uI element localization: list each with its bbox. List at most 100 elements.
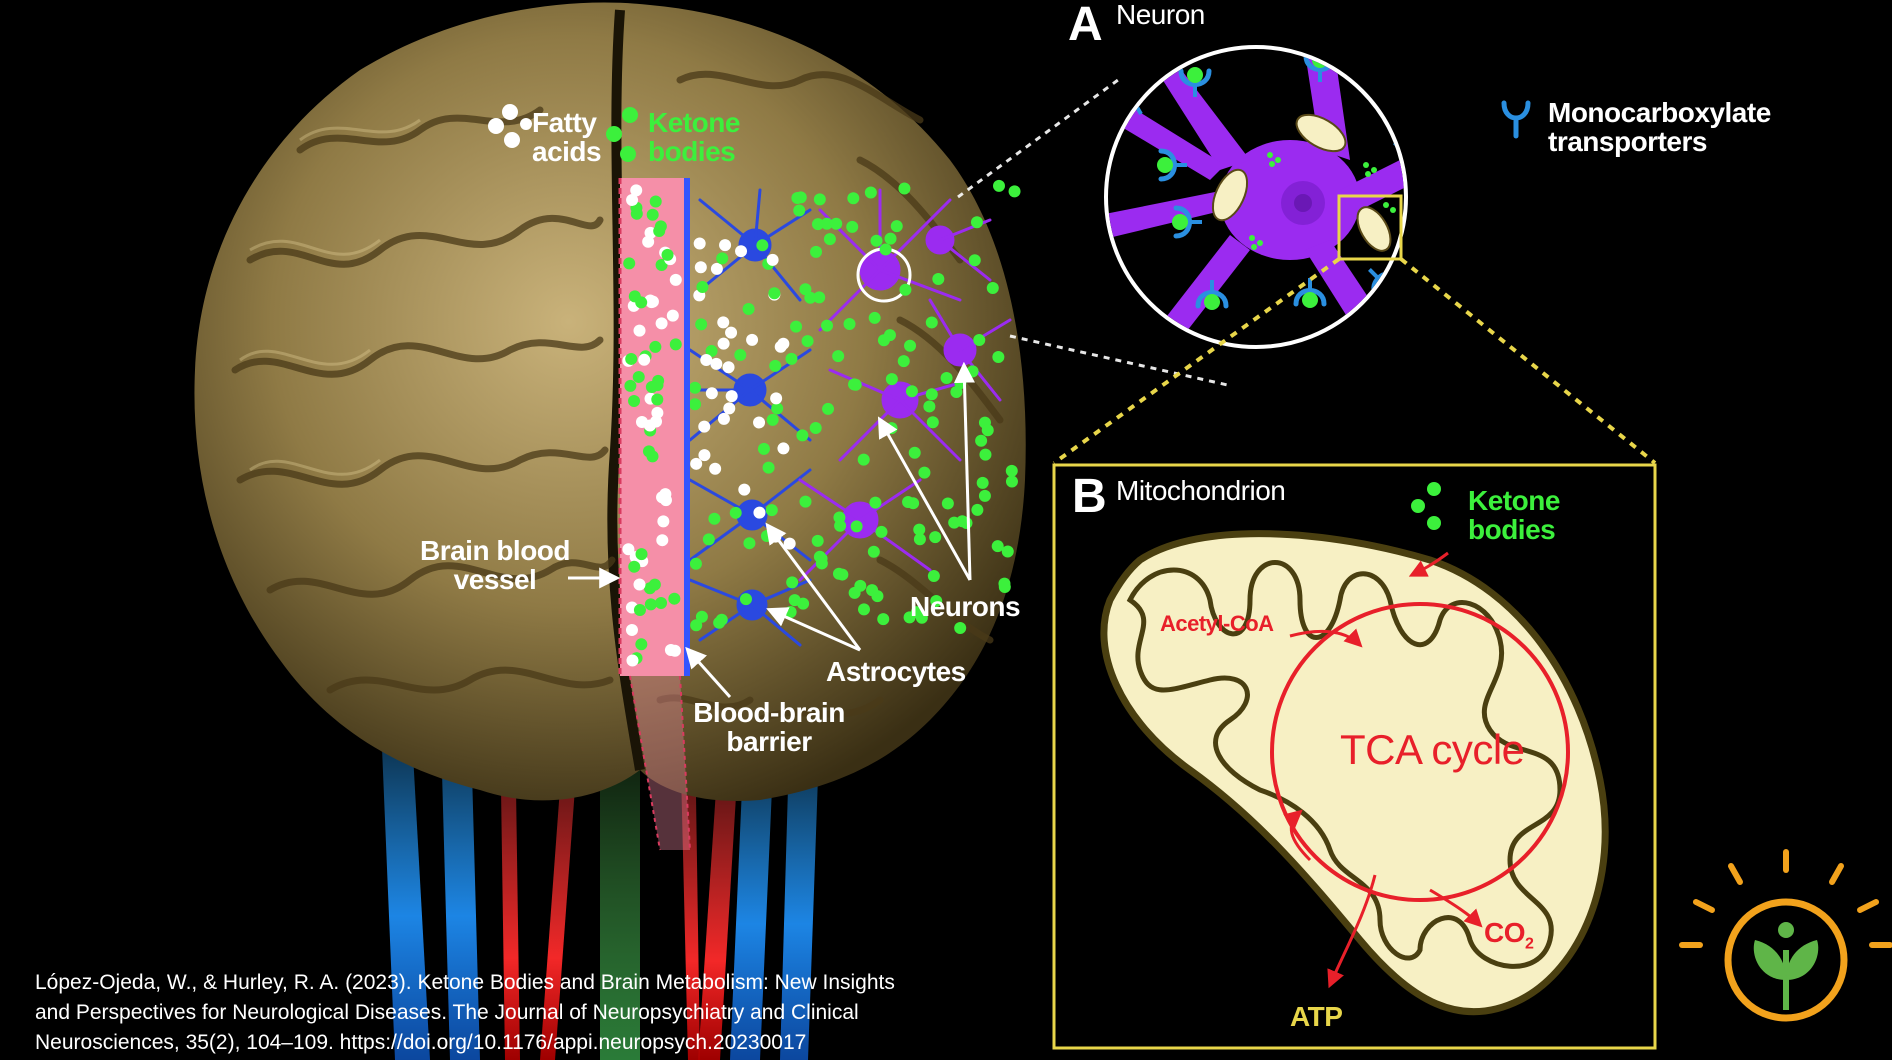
fatty-acid-particle (625, 623, 638, 636)
ketone-particle (635, 296, 648, 309)
mitochondrion-outer-membrane (1100, 530, 1609, 1016)
bbb-line2: barrier (726, 726, 812, 758)
fatty-acid-particle (722, 361, 735, 374)
ketone-particle (668, 592, 681, 605)
panel-a-neuron (1104, 45, 1408, 349)
ketone-particle (902, 496, 915, 509)
blood-brain-barrier-edge (684, 178, 690, 676)
fatty-acid-particle (659, 488, 672, 501)
ketone-particle (913, 523, 926, 536)
ketone-particle (910, 606, 923, 619)
fatty-acid-particle (666, 309, 679, 322)
panel-b-ketone-icon (1411, 482, 1441, 530)
astrocyte-arrow-2 (765, 522, 862, 651)
brain-blood-vessel-line1: Brain blood (419, 535, 571, 566)
astrocyte-arrow-1 (766, 607, 861, 652)
ketone-particle (648, 578, 661, 591)
ketone-particle (628, 560, 641, 573)
ketone-particle (651, 393, 664, 406)
mitochondrion-small (1295, 113, 1347, 153)
transporter-with-ketone (1178, 67, 1212, 97)
fatty-acid-particle (642, 235, 655, 248)
fatty-acid-particle (622, 543, 635, 556)
ketone-particle (756, 239, 769, 252)
ketone-particle (981, 424, 994, 437)
fatty-acid-particle (626, 654, 639, 667)
ketone-particle (785, 352, 798, 365)
ketone-particle (644, 598, 657, 611)
ketone-particle (661, 248, 674, 261)
ketone-particle (913, 533, 926, 546)
ketone-particle (696, 281, 709, 294)
fatty-acid-particle (698, 449, 711, 462)
ketone-particle (771, 402, 784, 415)
ketone-particle (689, 381, 702, 394)
citation-line2: and Perspectives for Neurological Diseas… (35, 1001, 859, 1024)
fatty-acid-particle (626, 193, 639, 206)
brain-blood-vessel-label: Brain blood vessel (405, 536, 585, 595)
mitochondrion-small (1211, 168, 1249, 222)
ketone-particle (926, 416, 939, 429)
ketone-particle (642, 445, 655, 458)
ketone-particle (834, 519, 847, 532)
ketone-particle (820, 217, 833, 230)
ketone-particle (885, 373, 898, 386)
ketone-particle (742, 303, 755, 316)
brain-illustration (194, 2, 1026, 1060)
fatty-acid-particle (738, 483, 751, 496)
fatty-acid-particle (698, 420, 711, 433)
mitochondrion-inner-membrane (1126, 560, 1563, 969)
transporter-with-ketone (1157, 148, 1187, 182)
fatty-acid-particle (710, 357, 723, 370)
ketone-particle (635, 548, 648, 561)
ketone-bodies-line2: bodies (648, 136, 736, 168)
fatty-acid-particle (717, 412, 730, 425)
ketone-particle (890, 220, 903, 233)
ketone-particle (986, 281, 999, 294)
zoom-lines-a (957, 78, 1233, 388)
ketone-particle (649, 340, 662, 353)
ketone-particle (822, 402, 835, 415)
ketone-particle (1005, 475, 1018, 488)
citation-line3: Neurosciences, 35(2), 104–109. https://d… (35, 1031, 807, 1054)
ketone-particle (854, 579, 867, 592)
fatty-acid-particle (645, 296, 658, 309)
ketone-particle (979, 448, 992, 461)
fatty-acid-particle (655, 317, 668, 330)
ketone-particle (973, 334, 986, 347)
ketone-particle (653, 225, 666, 238)
fatty-acid-particle (694, 261, 707, 274)
ketone-particle (857, 603, 870, 616)
fatty-acid-particle (777, 337, 790, 350)
ketone-particle (991, 540, 1004, 553)
fatty-acid-particle (651, 406, 664, 419)
tca-cycle-label: TCA cycle (1340, 726, 1525, 773)
ketone-particle (940, 371, 953, 384)
brain-blood-vessel (618, 178, 691, 851)
ketone-particle (978, 489, 991, 502)
ketone-particle (739, 593, 752, 606)
ketone-particle (847, 192, 860, 205)
co2-main: CO (1484, 917, 1526, 948)
co2-subscript: 2 (1525, 935, 1534, 953)
transporter-with-ketone (1172, 205, 1202, 239)
fatty-acid-particle (746, 333, 759, 346)
atp-label: ATP (1290, 1001, 1343, 1032)
ketone-particle (930, 595, 943, 608)
fatty-acid-particle (770, 392, 783, 405)
ketone-particle (729, 506, 742, 519)
fatty-acid-particle (725, 390, 738, 403)
fatty-acid-particle (638, 353, 651, 366)
ketone-particle (649, 195, 662, 208)
ketone-particle (804, 291, 817, 304)
panel-b-ketone-line2: bodies (1468, 514, 1556, 546)
ketone-particle (635, 638, 648, 651)
ketone-particle (810, 245, 823, 258)
ketone-particle (976, 476, 989, 489)
ketone-particle (716, 252, 729, 265)
ketone-particle (624, 379, 637, 392)
ketone-particle (766, 413, 779, 426)
fatty-acid-particle (635, 415, 648, 428)
mitochondrion-small (1356, 206, 1392, 252)
